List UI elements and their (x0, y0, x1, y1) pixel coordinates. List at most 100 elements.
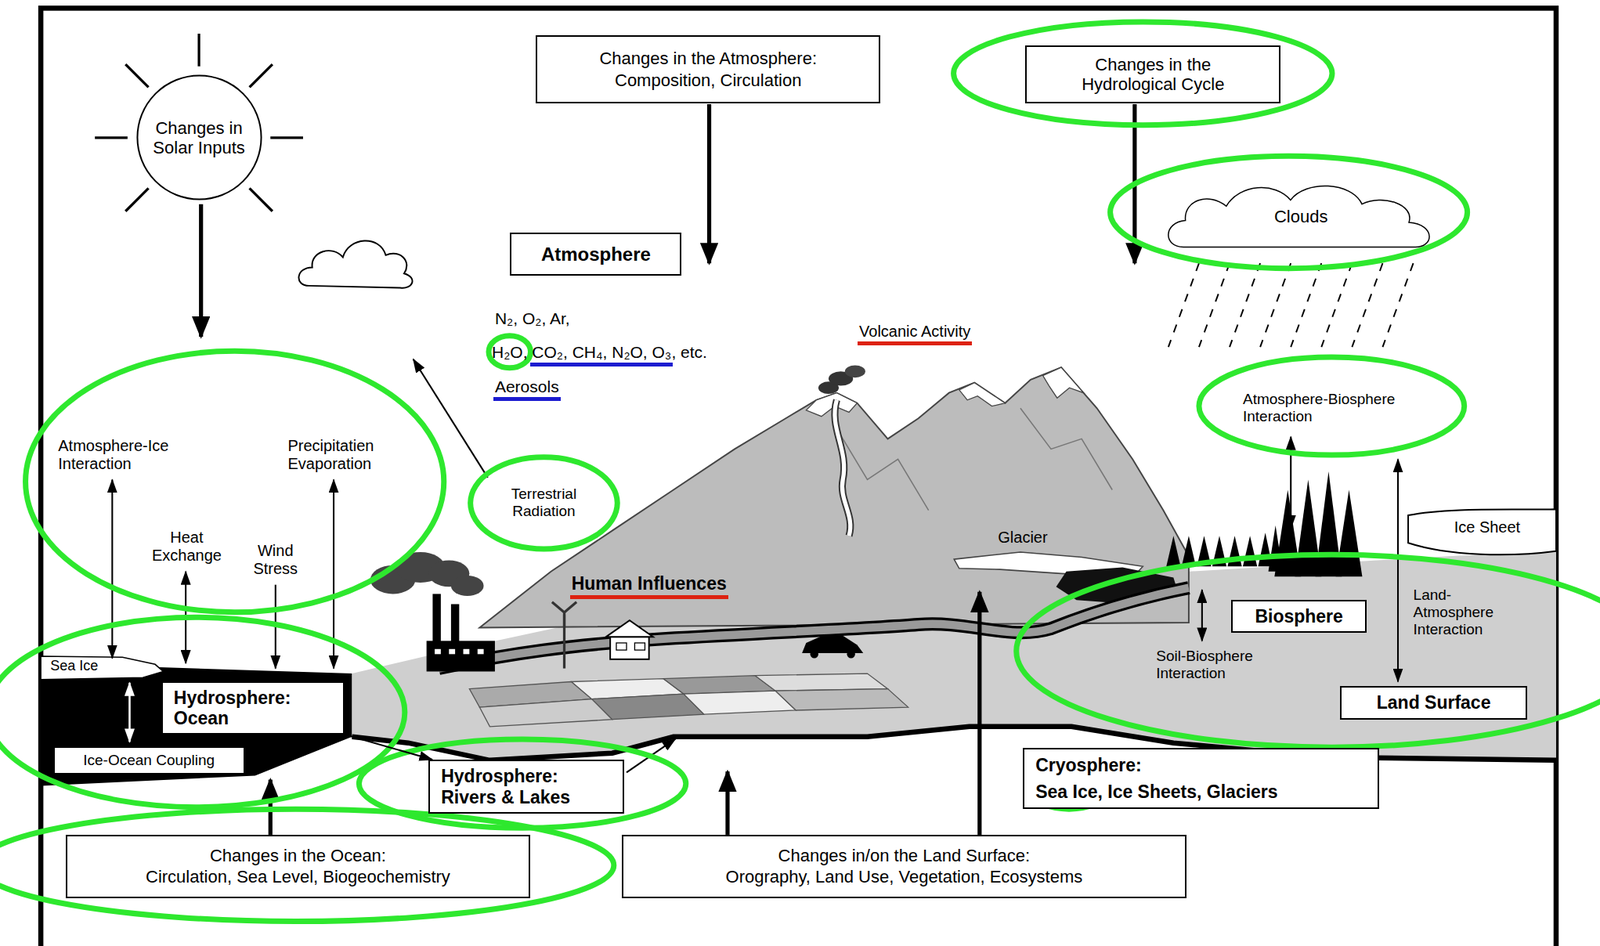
factory (448, 649, 456, 655)
flow-arrow (977, 592, 982, 835)
small-cloud (298, 240, 412, 288)
mountains (836, 428, 929, 510)
factory (434, 649, 441, 655)
car (801, 635, 864, 659)
sea-ice (40, 656, 163, 680)
emphasis-underline (530, 362, 673, 367)
highlight-ring (953, 21, 1333, 126)
node-text: Atmosphere (541, 243, 651, 266)
flow-arrow (1201, 589, 1203, 641)
node-text: Orography, Land Use, Vegetation, Ecosyst… (725, 866, 1084, 887)
annotation-label: Soil-Biosphere Interaction (1155, 647, 1282, 683)
trees (1166, 471, 1362, 577)
component-box: Hydrosphere: Rivers & Lakes (428, 759, 625, 814)
node-text: Hydrosphere: Ocean (173, 687, 307, 730)
rain (1290, 263, 1322, 347)
annotation-label: Wind Stress (244, 541, 307, 578)
rain (1351, 263, 1383, 347)
emphasis-underline (570, 595, 729, 600)
node-text: Land Surface (1376, 692, 1492, 713)
house (606, 620, 654, 660)
node-text: Changes in the Hydrological Cycle (1062, 54, 1243, 95)
process-box: Changes in the Ocean:Circulation, Sea Le… (65, 834, 531, 899)
factory (477, 649, 484, 655)
frame (40, 7, 1557, 946)
factory (451, 603, 459, 645)
sun-rays (270, 136, 304, 139)
node-text: Composition, Circulation (614, 70, 802, 91)
highlight-ring (25, 350, 445, 613)
flow-arrow (198, 204, 203, 337)
annotation-label: Aerosols (494, 377, 560, 397)
annotation-label: Precipitatien Evaporation (287, 437, 398, 474)
process-box: Ice-Ocean Coupling (53, 746, 246, 775)
annotation-label: Terrestrial Radiation (492, 485, 595, 521)
mountains (1020, 408, 1113, 490)
emphasis-underline (493, 397, 561, 401)
node-text: Hydrosphere: Rivers & Lakes (440, 765, 598, 808)
sun-rays (249, 64, 273, 87)
volcano (818, 365, 866, 537)
node-text: Circulation, Sea Level, Biogeochemistry (145, 866, 451, 887)
annotation-label: Heat Exchange (147, 528, 226, 565)
node-text: Changes in Solar Inputs (146, 118, 253, 159)
annotation-label: Ice Sheet (1454, 518, 1521, 537)
sun-circle: Changes in Solar Inputs (135, 73, 264, 202)
mountains (479, 367, 1189, 628)
sun-rays (197, 33, 200, 67)
highlight-ring (1199, 357, 1465, 456)
ice-sheet (1408, 509, 1557, 555)
rain (1168, 263, 1200, 347)
highlight-ring (1016, 554, 1600, 748)
sun-rays (94, 33, 304, 212)
fields (775, 689, 908, 711)
sea-ice (40, 656, 163, 680)
mountains (1043, 367, 1084, 398)
rain (1168, 263, 1414, 347)
volcano (834, 400, 851, 536)
factory (451, 575, 484, 596)
node-text: Cryosphere: (1035, 754, 1142, 776)
windmill (563, 612, 566, 627)
annotation-label: Glacier (997, 528, 1048, 547)
annotation-label: Land- Atmosphere Interaction (1413, 586, 1504, 639)
ocean (40, 663, 352, 786)
annotation-label: Volcanic Activity (859, 322, 971, 341)
windmill (564, 602, 578, 613)
windmill (552, 602, 565, 613)
node-text: Sea Ice, Ice Sheets, Glaciers (1035, 781, 1278, 802)
annotation-label: Sea Ice (47, 657, 101, 675)
emphasis-underline (857, 341, 972, 346)
annotation-label: Atmosphere-Biosphere Interaction (1242, 390, 1408, 426)
node-text: Changes in the Atmosphere: (599, 48, 817, 69)
mountains (479, 367, 1189, 628)
fields (754, 673, 888, 691)
trees (1336, 490, 1363, 578)
car (801, 635, 864, 654)
cloud-outline (1168, 185, 1430, 247)
cloud-shape: Clouds (1162, 181, 1439, 252)
sun-outline (137, 75, 261, 200)
highlight-ring (0, 809, 614, 921)
sun-rays (249, 187, 273, 211)
annotation-label: N₂, O₂, Ar, (494, 309, 571, 329)
flow-arrow (128, 682, 131, 743)
flow-arrow (707, 104, 712, 264)
flow-arrow (1397, 458, 1399, 682)
mountains (959, 382, 1006, 407)
component-box: Land Surface (1339, 686, 1528, 720)
car (810, 650, 819, 658)
road (438, 588, 1189, 669)
node-text: Ice-Ocean Coupling (83, 751, 215, 770)
car (846, 650, 855, 658)
flow-arrow (725, 771, 730, 835)
component-box: Cryosphere: Sea Ice, Ice Sheets, Glaciers (1022, 747, 1380, 810)
rain (1260, 263, 1291, 347)
rain (1199, 263, 1230, 347)
process-box: Changes in the Atmosphere:Composition, C… (535, 35, 881, 104)
rain (1321, 263, 1352, 347)
highlight-ring (1110, 155, 1468, 268)
house (616, 642, 627, 651)
